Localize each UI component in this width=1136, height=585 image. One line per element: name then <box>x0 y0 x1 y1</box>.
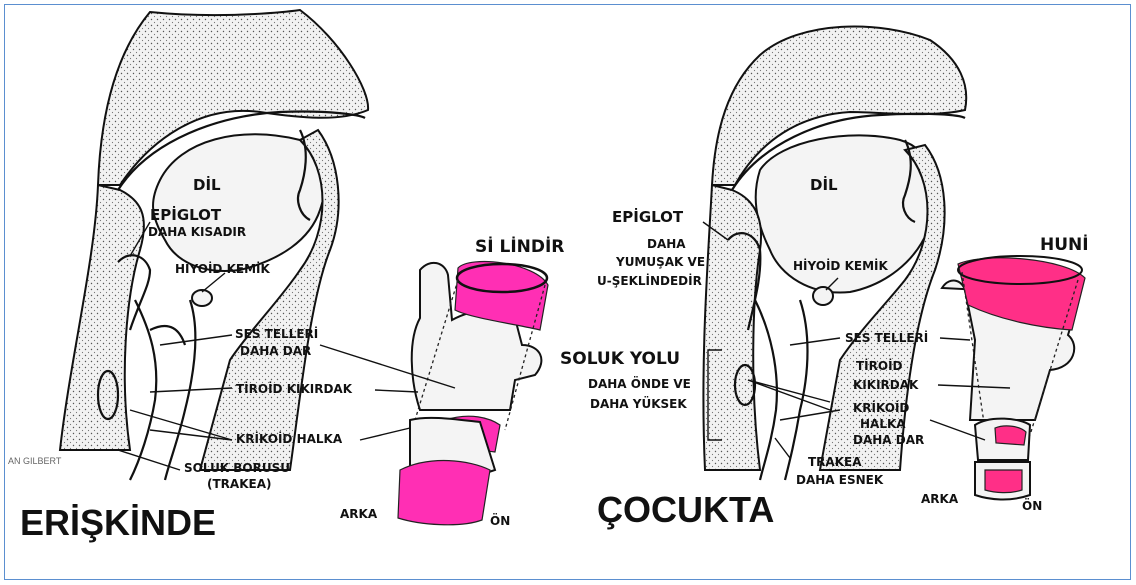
adult-front-label: ÖN <box>490 513 510 528</box>
child-thyroid-note: KIKIRDAK <box>853 378 919 392</box>
child-shape-label: HUNİ <box>1040 233 1089 255</box>
adult-thyroid-label: TİROİD KIKIRDAK <box>236 381 353 396</box>
child-pink-cricoid <box>995 426 1026 445</box>
adult-larynx-illustration <box>398 262 548 525</box>
child-vocal-cords-label: SES TELLERİ <box>845 330 928 345</box>
adult-hyoid-label: HİYOİD KEMİK <box>175 261 270 276</box>
child-epiglottis-note-2: YUMUŞAK VE <box>615 255 705 269</box>
child-thyroid-label: TİROİD <box>856 358 903 373</box>
child-head-illustration <box>703 26 966 480</box>
child-trachea-note: DAHA ESNEK <box>796 473 884 487</box>
adult-epiglottis-label: EPİGLOT <box>150 205 222 224</box>
adult-shape-label: Sİ LİNDİR <box>475 235 564 257</box>
adult-cricoid-label: KRİKOİD HALKA <box>236 431 343 446</box>
adult-pink-trachea <box>398 461 490 525</box>
child-hyoid-label: HİYOİD KEMİK <box>793 258 888 273</box>
child-cricoid-note-1: HALKA <box>860 417 906 431</box>
child-epiglottis-label: EPİGLOT <box>612 207 684 226</box>
child-tongue-label: DİL <box>810 175 838 194</box>
adult-tongue-label: DİL <box>193 175 221 194</box>
adult-vocal-cords-note: DAHA DAR <box>240 344 311 358</box>
adult-trachea-label: SOLUK BORUSU <box>184 461 290 475</box>
child-back-label: ARKA <box>921 492 959 506</box>
adult-head-illustration <box>60 10 368 480</box>
child-title: ÇOCUKTA <box>597 489 774 530</box>
child-front-label: ÖN <box>1022 498 1042 513</box>
child-epiglottis-note-3: U-ŞEKLİNDEDİR <box>597 273 702 288</box>
child-airway-note-2: DAHA YÜKSEK <box>590 396 687 411</box>
adult-epiglottis-note: DAHA KISADIR <box>148 225 246 239</box>
adult-back-label: ARKA <box>340 507 378 521</box>
illustrator-credit: AN GILBERT <box>8 456 62 466</box>
child-trachea-label: TRAKEA <box>808 455 862 469</box>
child-cricoid-note-2: DAHA DAR <box>853 433 924 447</box>
adult-vocal-cords-label: SES TELLERİ <box>235 326 318 341</box>
child-cricoid-label: KRİKOİD <box>853 400 909 415</box>
child-epiglottis-note-1: DAHA <box>647 237 686 251</box>
child-airway-note-1: DAHA ÖNDE VE <box>588 376 691 391</box>
adult-title: ERİŞKİNDE <box>20 502 216 543</box>
child-larynx-illustration <box>942 256 1085 500</box>
adult-trachea-note: (TRAKEA) <box>207 477 271 491</box>
child-airway-label: SOLUK YOLU <box>560 349 680 369</box>
child-pink-trachea <box>985 470 1022 493</box>
